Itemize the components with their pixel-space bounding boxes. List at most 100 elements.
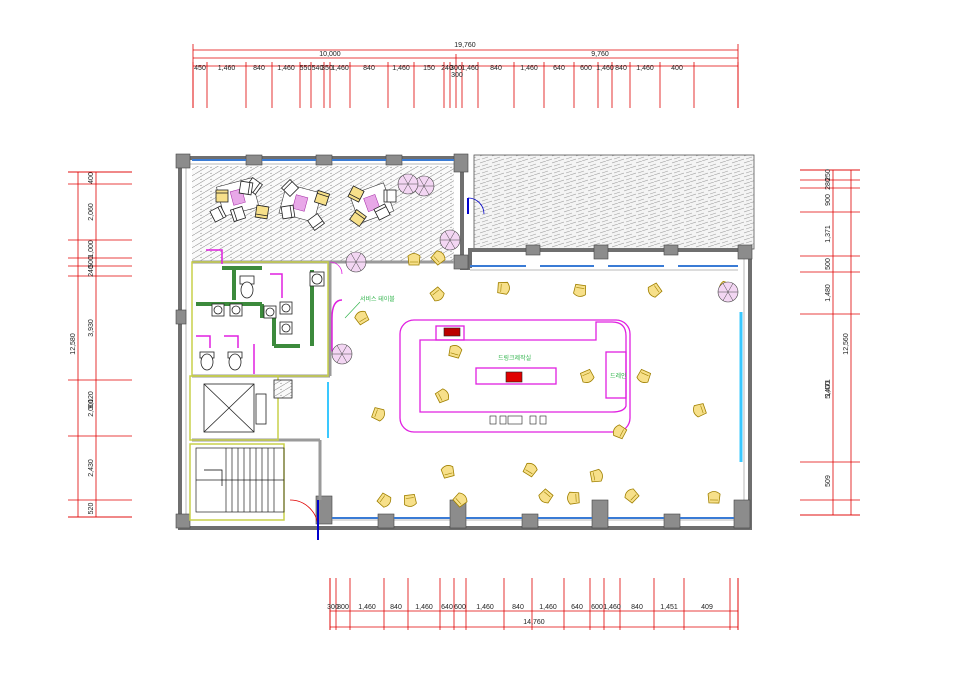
chair [589,468,603,483]
terrace-chair [215,189,229,203]
chair [452,492,468,508]
bottom-segment-label: 300 [327,604,339,611]
window-glazing [192,159,738,519]
top-segment-label: 300 [450,65,462,72]
round-table [717,281,739,303]
top-segment-label: 550 [300,65,312,72]
chair [434,388,449,404]
bottom-segment-label: 640 [571,604,583,611]
right-terrace-deck [473,154,755,250]
chair [579,368,595,383]
chair [404,493,417,507]
chair [407,253,421,266]
bottom-segment-label: 1,460 [476,604,494,611]
bottom-segment-label: 600 [591,604,603,611]
terrace-chair [347,185,365,203]
left-overall-dim: 12,580 [70,333,77,355]
left-dimension-lines [68,171,132,518]
bottom-segment-label: 600 [454,604,466,611]
right-segment-label: 1,371 [825,225,832,243]
chair [636,368,652,383]
chair [376,492,392,508]
bottom-segment-label: 1,460 [603,604,621,611]
terrace-chair [349,209,367,227]
top-segment-label: 840 [490,65,502,72]
round-table [331,343,353,365]
round-table [397,173,419,195]
bottom-segment-label: 800 [337,604,349,611]
restroom-stalls [196,249,283,374]
bar-equipment [443,327,547,425]
round-table [439,229,461,251]
terrace-chair [313,189,331,207]
left-secondary-dim: 9,120 [88,391,95,409]
top-segment-label: 540 [312,65,324,72]
right-segment-label: 250 [825,169,832,181]
bottom-segment-label: 1,460 [358,604,376,611]
bottom-segment-label: 840 [390,604,402,611]
chair [624,488,640,504]
terrace-round-tables [331,173,739,365]
left-segment-label: 240 [88,265,95,277]
terrace-chair [307,213,325,231]
chair [371,407,385,422]
terrace-chair [280,178,300,198]
right-segment-label: 509 [825,475,832,487]
top-segment-label: 600 [580,65,592,72]
top-segment-label: 840 [253,65,265,72]
bottom-segment-label: 840 [631,604,643,611]
top-segment-label: 1,460 [392,65,410,72]
left-segment-label: 2,060 [88,203,95,221]
top-segment-label: 1,460 [596,65,614,72]
top-segment-label: 240 [441,65,453,72]
right-dimension-lines [800,169,860,516]
chair [440,465,455,479]
top-segment-label: 400 [671,65,683,72]
chair [430,250,446,266]
bottom-segment-label: 1,460 [539,604,557,611]
left-segment-label: 3,930 [88,319,95,337]
left-segment-label: 500 [88,256,95,268]
right-segment-label: 1,480 [825,284,832,302]
chair [354,310,370,326]
left-segment-label: 2,430 [88,459,95,477]
top-dimension-lines [192,44,739,108]
terrace-chair [280,204,296,220]
service-counter-label: 서비스 테이블 [360,295,395,303]
service-label-leader [344,301,361,319]
left-segment-label: 520 [88,503,95,515]
staircase [195,447,285,513]
bottom-overall-dim: 14,760 [523,619,545,626]
top-segment-label: 1,460 [218,65,236,72]
central-bar-island [399,319,631,433]
top-segment-label: 450 [194,65,206,72]
top-segment-label: 350 [321,65,333,72]
right-segment-label: 900 [825,194,832,206]
chair [612,424,628,440]
top-segment-label: 1,460 [331,65,349,72]
bottom-segment-label: 409 [701,604,713,611]
drink-bar-label: 드링크제작실 [498,354,531,362]
chair [497,281,510,295]
top-segment-label: 150 [423,65,435,72]
chair [567,491,580,505]
right-secondary-dim: 5,400 [825,381,832,399]
terrace-chair [383,189,397,203]
top-segment-label: 1,460 [277,65,295,72]
chair [448,345,463,359]
chair [522,462,538,478]
left-segment-label: 1,000 [88,240,95,258]
terrace-chair [209,205,227,223]
terrace-chair [238,180,254,196]
chair [538,488,554,504]
top-sub-note-dim: 300 [451,72,463,79]
top-segment-label: 1,460 [636,65,654,72]
right-overall-dim: 12,560 [843,333,850,355]
right-segment-label: 280 [825,178,832,190]
top-segment-label: 840 [363,65,375,72]
bottom-segment-label: 640 [441,604,453,611]
